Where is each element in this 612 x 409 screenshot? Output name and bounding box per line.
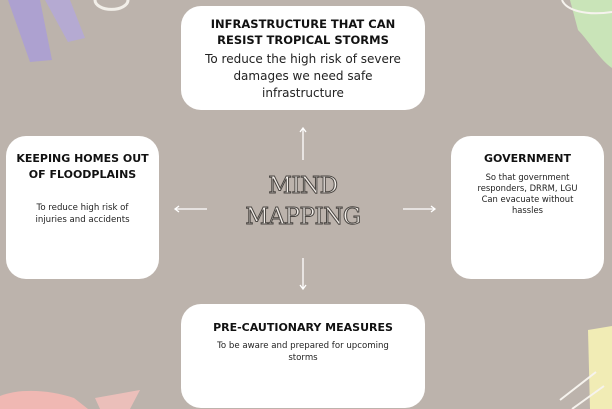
- node-precautionary-text-line-1: To be aware and prepared for upcoming: [217, 341, 389, 351]
- white-ring-shape: [93, 0, 130, 11]
- arrow-up: [299, 126, 307, 160]
- green-shape: [570, 0, 612, 68]
- node-government-text-line-3: Can evacuate without: [481, 194, 574, 204]
- node-floodplains-title-line-2: OF FLOODPLAINS: [28, 168, 137, 181]
- white-curve-shape: [561, 0, 612, 15]
- node-floodplains-title: KEEPING HOMES OUT OF FLOODPLAINS: [12, 151, 153, 183]
- node-floodplains-text-line-1: To reduce high risk of: [36, 203, 129, 213]
- node-government-text: So that government responders, DRRM, LGU…: [459, 172, 596, 216]
- pink-shape: [0, 390, 88, 409]
- white-line-shape: [559, 371, 605, 409]
- node-infrastructure-text-line-3: infrastructure: [262, 86, 344, 100]
- arrow-down: [299, 258, 307, 291]
- node-floodplains-text: To reduce high risk of injuries and acci…: [12, 202, 153, 226]
- node-infrastructure-text-line-1: To reduce the high risk of severe: [205, 52, 401, 66]
- node-floodplains-title-line-1: KEEPING HOMES OUT: [16, 152, 149, 165]
- node-infrastructure-title-line-2: RESIST TROPICAL STORMS: [217, 33, 389, 47]
- center-title-line-2: MAPPING: [245, 204, 362, 231]
- node-precautionary-text: To be aware and prepared for upcoming st…: [191, 340, 415, 364]
- node-precautionary-text-line-2: storms: [288, 353, 318, 363]
- node-floodplains: KEEPING HOMES OUT OF FLOODPLAINS To redu…: [6, 136, 159, 279]
- node-government-title: GOVERNMENT: [484, 152, 571, 165]
- node-floodplains-text-line-2: injuries and accidents: [35, 215, 130, 225]
- node-government-text-line-2: responders, DRRM, LGU: [477, 183, 578, 193]
- node-infrastructure-text: To reduce the high risk of severe damage…: [191, 51, 415, 102]
- purple-brush-shape: [8, 0, 52, 62]
- node-infrastructure-text-line-2: damages we need safe: [233, 69, 373, 83]
- node-government-text-line-4: hassles: [511, 205, 543, 215]
- pink-shape-2: [95, 390, 140, 409]
- node-government-text-line-1: So that government: [485, 172, 570, 182]
- arrow-left: [173, 205, 207, 213]
- center-title: MIND MAPPING: [222, 171, 384, 233]
- yellow-shape: [588, 326, 612, 409]
- node-precautionary: PRE-CAUTIONARY MEASURES To be aware and …: [181, 304, 425, 408]
- node-infrastructure-title-line-1: INFRASTRUCTURE THAT CAN: [210, 17, 396, 31]
- node-precautionary-title: PRE-CAUTIONARY MEASURES: [213, 321, 393, 334]
- center-title-line-1: MIND: [268, 173, 339, 200]
- arrow-right: [403, 205, 437, 213]
- purple-brush-shape-2: [45, 0, 85, 42]
- node-infrastructure: INFRASTRUCTURE THAT CAN RESIST TROPICAL …: [181, 6, 425, 110]
- node-infrastructure-title: INFRASTRUCTURE THAT CAN RESIST TROPICAL …: [191, 16, 415, 48]
- node-government: GOVERNMENT So that government responders…: [451, 136, 604, 279]
